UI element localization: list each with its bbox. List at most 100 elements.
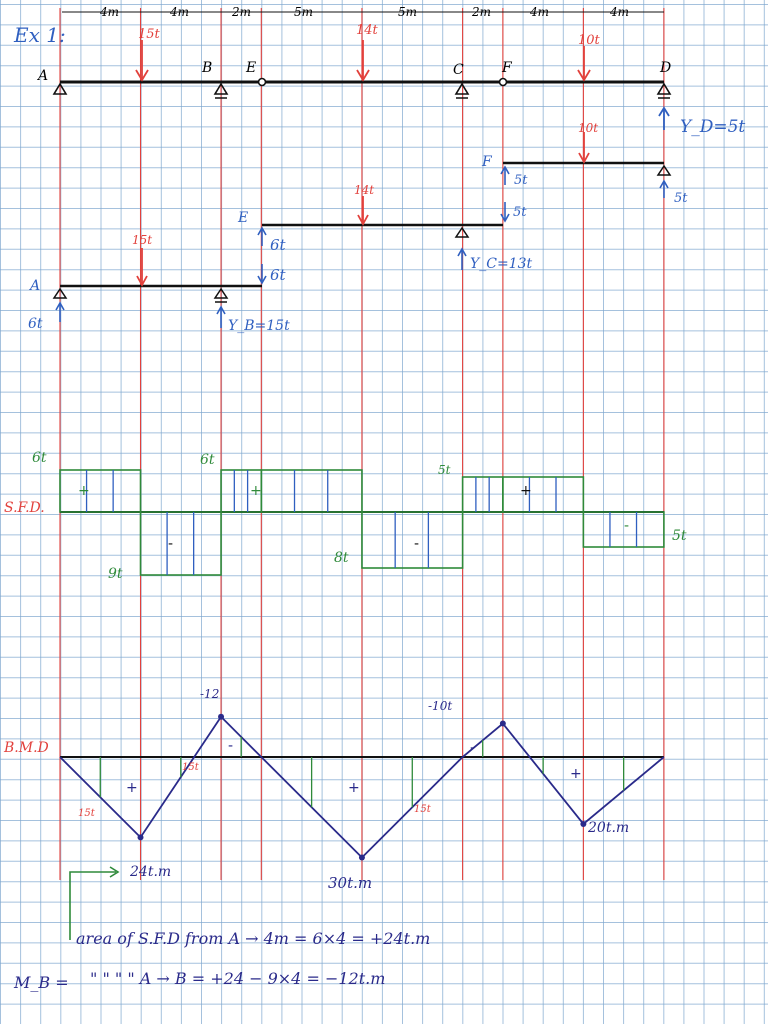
arrowhead-icon	[55, 301, 65, 311]
slope-label: 15t	[78, 808, 96, 819]
sfd-value-label: 9t	[108, 566, 123, 582]
pointer-arrow	[69, 871, 116, 940]
sfd-sign: +	[78, 483, 90, 499]
point-label-b: B	[201, 60, 212, 76]
sfd-sign: -	[624, 518, 629, 534]
sfd-value-label: 6t	[32, 450, 47, 466]
free-body-ab: A 15t 6t 6t Y_B=15t	[28, 233, 290, 334]
reaction-label: 5t	[674, 191, 688, 206]
load-label: 14t	[354, 183, 374, 197]
span-label: 5m	[294, 5, 313, 19]
span-label: 2m	[471, 5, 491, 19]
sfd-sign: -	[168, 536, 173, 552]
point-label-e: E	[245, 60, 256, 76]
note-line-2-label: M_B =	[13, 973, 69, 992]
span-label: 4m	[169, 5, 189, 19]
bmd-peak-point	[499, 720, 506, 727]
sfd-value-label: 5t	[672, 528, 687, 544]
arrowhead-icon	[658, 106, 670, 117]
span-label: 5m	[398, 5, 417, 19]
force-label: 5t	[513, 205, 527, 220]
point-label-f: F	[501, 60, 513, 76]
bending-moment-diagram: B.M.D -12 -10t 24t.m 30t.m 20t.m 15t 15t…	[3, 687, 665, 892]
bmd-value-label: 30t.m	[328, 874, 372, 892]
pin-support-icon	[52, 82, 68, 95]
reaction-label: 5t	[514, 173, 528, 188]
hinge-icon	[498, 77, 508, 87]
pin-support-icon	[52, 287, 68, 299]
bmd-sign: +	[570, 766, 582, 782]
sfd-segment	[361, 511, 464, 569]
arrowhead-icon	[257, 226, 267, 236]
reaction-label-yd: Y_D=5t	[680, 117, 745, 137]
segment-label: A	[28, 278, 40, 294]
roller-support-icon	[656, 164, 672, 176]
segment-label: F	[481, 154, 493, 170]
span-label: 2m	[231, 5, 251, 19]
span-label: 4m	[99, 5, 119, 19]
reaction-label: 6t	[270, 236, 287, 254]
bmd-value-label: 20t.m	[587, 820, 629, 836]
sfd-segment	[139, 511, 222, 576]
arrowhead-icon	[500, 165, 510, 175]
shear-force-diagram: S.F.D. 6t 6t 9t 8t 5t 5t + - + - + -	[4, 450, 687, 582]
bmd-axis-label: B.M.D	[3, 740, 49, 756]
sfd-sign: +	[250, 483, 262, 499]
arrowhead-icon	[577, 69, 591, 82]
sfd-segment	[59, 469, 142, 513]
point-label-d: D	[659, 60, 671, 76]
bmd-sign: -	[228, 738, 233, 754]
slope-label: 15t	[182, 762, 200, 773]
bmd-value-label: -12	[200, 687, 219, 701]
load-label: 15t	[132, 233, 152, 247]
load-label: 15t	[138, 27, 161, 42]
load-label: 10t	[578, 121, 598, 135]
reaction-label: 6t	[28, 316, 43, 332]
sfd-sign: -	[414, 536, 419, 552]
span-label: 4m	[609, 5, 629, 19]
force-label: 6t	[270, 266, 287, 284]
span-dimensions: 4m 4m 2m 5m 5m 2m 4m 4m	[62, 5, 664, 19]
roller-support-icon	[454, 82, 470, 99]
arrowhead-icon	[659, 179, 669, 189]
arrowhead-icon	[578, 152, 590, 164]
note-line-2: " " " " A → B = +24 − 9×4 = −12t.m	[90, 969, 385, 988]
roller-support-icon	[213, 82, 229, 99]
arrowhead-icon	[109, 866, 120, 878]
roller-support-icon	[213, 287, 229, 303]
arrowhead-icon	[135, 69, 149, 82]
sfd-axis-label: S.F.D.	[4, 500, 45, 516]
span-label: 4m	[529, 5, 549, 19]
vertical-guide-lines	[59, 8, 665, 880]
sfd-segment	[582, 511, 665, 548]
sfd-segment	[502, 476, 585, 513]
segment-label: E	[237, 210, 248, 226]
free-body-fd: F 10t 5t 5t	[481, 121, 688, 206]
sfd-value-label: 5t	[438, 463, 451, 477]
bmd-peak-point	[218, 713, 225, 720]
roller-support-icon	[656, 82, 672, 99]
reaction-label-yc: Y_C=13t	[470, 256, 532, 272]
sfd-value-label: 8t	[334, 550, 349, 566]
arrowhead-icon	[357, 214, 369, 226]
load-label: 10t	[578, 33, 601, 48]
free-body-ef: E 14t 6t 5t Y_C=13t	[237, 183, 532, 272]
example-title: Ex 1:	[13, 23, 66, 47]
arrowhead-icon	[216, 305, 226, 315]
bmd-peak-point	[137, 834, 144, 841]
note-line-1: area of S.F.D from A → 4m = 6×4 = +24t.m	[76, 929, 430, 948]
reaction-label-yb: Y_B=15t	[228, 318, 290, 334]
sfd-segment	[260, 469, 363, 513]
point-label-c: C	[453, 62, 464, 78]
bmd-sign: +	[348, 780, 360, 796]
sfd-sign: +	[520, 483, 532, 499]
point-label-a: A	[36, 68, 48, 84]
arrowhead-icon	[356, 69, 370, 82]
roller-support-icon	[454, 226, 470, 238]
bmd-sign: -	[470, 740, 475, 756]
bmd-value-label: -10t	[428, 699, 452, 713]
slope-label: 15t	[414, 804, 432, 815]
bmd-peak-point	[358, 854, 365, 861]
bmd-sign: +	[126, 780, 138, 796]
